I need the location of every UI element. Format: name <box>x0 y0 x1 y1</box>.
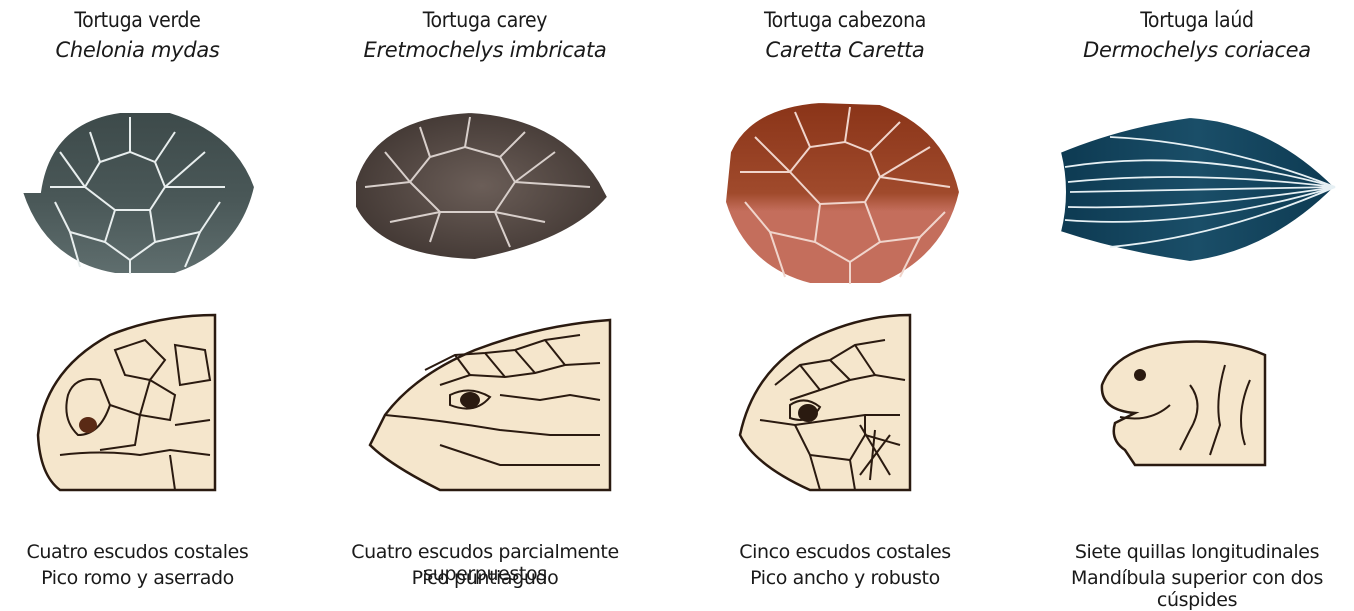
hawksbill-shell-illustration <box>300 92 670 292</box>
species-column-loggerhead: Tortuga cabezona Caretta Caretta <box>700 0 990 593</box>
description-line-1: Cuatro escudos costales <box>0 541 275 563</box>
description-line-2: Pico romo y aserrado <box>0 567 275 589</box>
description-line-2: Pico puntiagudo <box>300 567 670 589</box>
scientific-name: Dermochelys coriacea <box>1040 38 1354 62</box>
common-name: Tortuga cabezona <box>700 8 990 32</box>
leatherback-shell-illustration <box>1040 92 1354 292</box>
description-line-2: Mandíbula superior con dos cúspides <box>1040 567 1354 611</box>
species-column-green: Tortuga verde Chelonia mydas <box>0 0 275 593</box>
loggerhead-shell-illustration <box>700 92 990 292</box>
description-line-1: Cinco escudos costales <box>700 541 990 563</box>
description-line-1: Siete quillas longitudinales <box>1040 541 1354 563</box>
hawksbill-head-illustration <box>300 305 670 500</box>
scientific-name: Caretta Caretta <box>700 38 990 62</box>
leatherback-head-illustration <box>1040 305 1354 500</box>
loggerhead-head-illustration <box>700 305 990 500</box>
green-turtle-shell-illustration <box>0 92 275 292</box>
common-name: Tortuga carey <box>300 8 670 32</box>
common-name: Tortuga verde <box>0 8 275 32</box>
species-column-leatherback: Tortuga laúd Dermochelys coriacea Siete <box>1040 0 1354 593</box>
species-column-hawksbill: Tortuga carey Eretmochelys imbricata <box>300 0 670 593</box>
green-turtle-head-illustration <box>0 305 275 500</box>
description-line-2: Pico ancho y robusto <box>700 567 990 589</box>
scientific-name: Eretmochelys imbricata <box>300 38 670 62</box>
scientific-name: Chelonia mydas <box>0 38 275 62</box>
common-name: Tortuga laúd <box>1040 8 1354 32</box>
